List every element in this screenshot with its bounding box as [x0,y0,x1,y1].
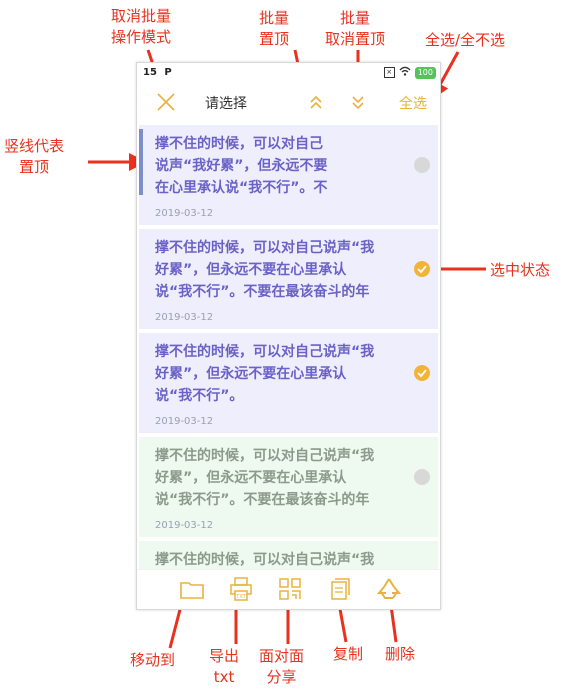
checked-radio-icon[interactable] [414,365,430,381]
note-text: 撑不住的时候，可以对自己说声“我 好累”，但永远不要在心里承认 说“我不行”。不… [155,448,375,508]
note-list: 撑不住的时候，可以对自己 说声“我好累”，但永远不要 在心里承认说“我不行”。不… [137,123,440,569]
note-text: 撑不住的时候，可以对自己说声“我 好累”，但永远不要在心里承认 说“我不行”。 [155,344,375,404]
note-date: 2019-03-12 [155,520,214,531]
note-item[interactable]: 撑不住的时候，可以对自己说声“我 好累”，但永远不要在心里承认 说“我不行”。不… [139,437,438,537]
pin-indicator-bar [139,129,143,195]
anno-move-to: 移动到 [130,651,176,669]
txt-printer-icon[interactable]: TXT [228,576,254,602]
note-text: 撑不住的时候，可以对自己说声“我 好累”，但永远不要在心里承认 说“我不行”。不… [155,240,375,300]
checked-radio-icon[interactable] [414,261,430,277]
note-text: 撑不住的时候，可以对自己 说声“我好累”，但永远不要 在心里承认说“我不行”。不 [155,136,328,196]
select-all-button[interactable]: 全选 [399,96,427,112]
anno-export-txt: 导出 txt [209,647,240,686]
top-bar: 请选择 全选 [137,83,440,123]
note-date: 2019-03-12 [155,416,214,427]
anno-select-all: 全选/全不选 [425,31,506,49]
unchecked-radio-icon[interactable] [414,469,430,485]
note-text: 撑不住的时候，可以对自己说声“我 好累” [155,552,375,568]
note-item[interactable]: 撑不住的时候，可以对自己说声“我 好累”，但永远不要在心里承认 说“我不行”。不… [139,229,438,329]
anno-face-share: 面对面 分享 [259,647,305,686]
anno-selected-state: 选中状态 [490,261,551,279]
anno-copy: 复制 [333,645,364,663]
anno-delete: 删除 [385,645,416,663]
anno-vertical-line: 竖线代表 置顶 [4,137,65,176]
phone-screen: 15 P × 100 请选择 全选 撑不住的时候，可以对自己 说声“我好累”，但… [136,62,441,610]
anno-cancel-batch: 取消批量 操作模式 [111,7,172,46]
recycle-icon[interactable] [376,576,402,602]
note-item[interactable]: 撑不住的时候，可以对自己说声“我 好累”，但永远不要在心里承认 说“我不行”。 2… [139,333,438,433]
status-bar: 15 P × 100 [137,63,440,83]
svg-text:TXT: TXT [235,594,246,600]
sim-icon: × [383,67,395,78]
batch-pin-icon[interactable] [307,93,325,113]
bottom-action-bar: TXT [137,569,440,609]
battery-icon: 100 [414,66,436,79]
folder-icon[interactable] [179,576,205,602]
status-time: 15 P [143,67,172,78]
batch-unpin-icon[interactable] [349,93,367,113]
copy-icon[interactable] [327,576,353,602]
note-item[interactable]: 撑不住的时候，可以对自己说声“我 好累” [139,541,438,569]
note-date: 2019-03-12 [155,208,214,219]
note-item[interactable]: 撑不住的时候，可以对自己 说声“我好累”，但永远不要 在心里承认说“我不行”。不… [139,125,438,225]
wifi-icon [399,66,411,79]
close-icon[interactable] [155,91,177,113]
qr-code-icon[interactable] [277,576,303,602]
note-date: 2019-03-12 [155,312,214,323]
anno-batch-unpin: 批量 取消置顶 [325,9,386,48]
unchecked-radio-icon[interactable] [414,157,430,173]
page-title: 请选择 [205,96,247,112]
anno-batch-pin: 批量 置顶 [259,9,290,48]
status-icons: × 100 [383,66,436,79]
